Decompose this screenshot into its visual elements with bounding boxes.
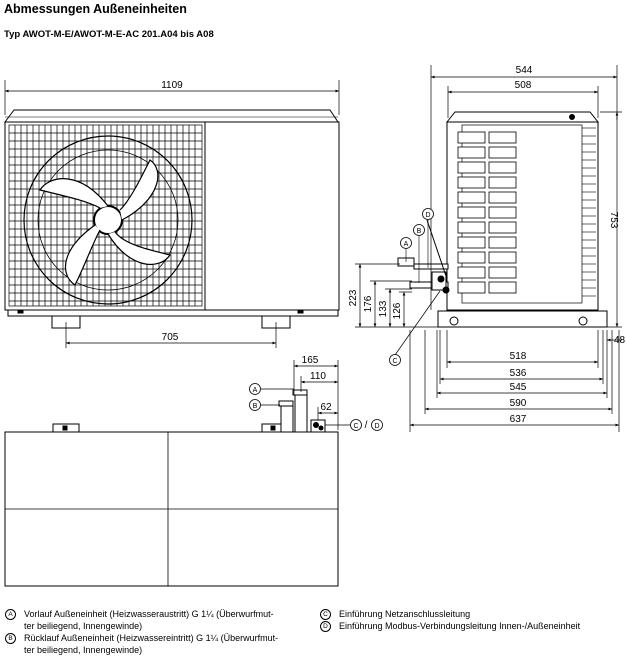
side-dimension-lines bbox=[355, 65, 622, 432]
dim-side-top-inner: 508 bbox=[515, 80, 532, 91]
legend-a-line2: ter beiliegend, Innengewinde) bbox=[24, 621, 143, 631]
dim-top-110: 110 bbox=[310, 371, 326, 382]
page-subtitle: Typ AWOT-M-E/AWOT-M-E-AC 201.A04 bis A08 bbox=[4, 29, 214, 40]
top-dimension-lines bbox=[261, 360, 350, 430]
side-marker-b: B bbox=[413, 224, 425, 236]
legend-a-line1: Vorlauf Außeneinheit (Heizwasseraustritt… bbox=[24, 609, 274, 619]
legend-right: C Einführung Netzanschlussleitung D Einf… bbox=[320, 608, 620, 632]
svg-text:A: A bbox=[253, 387, 258, 394]
legend-d-text: Einführung Modbus-Verbindungsleitung Inn… bbox=[339, 621, 581, 631]
side-view bbox=[397, 111, 608, 328]
svg-text:D: D bbox=[374, 423, 379, 430]
dim-front-feet: 705 bbox=[162, 332, 179, 343]
top-marker-b: B bbox=[249, 399, 261, 411]
svg-text:C: C bbox=[353, 423, 358, 430]
dim-top-165: 165 bbox=[302, 355, 319, 366]
svg-text:B: B bbox=[253, 403, 258, 410]
side-marker-c: C bbox=[389, 354, 401, 366]
marker-d-icon: D bbox=[320, 621, 331, 632]
svg-text:C: C bbox=[392, 358, 397, 365]
legend-item-c: C Einführung Netzanschlussleitung bbox=[320, 608, 620, 620]
side-marker-a: A bbox=[400, 237, 412, 249]
dim-side-foot-right: 48 bbox=[614, 335, 626, 346]
legend-b-line2: ter beiliegend, Innengewinde) bbox=[24, 645, 143, 655]
legend-item-d: D Einführung Modbus-Verbindungsleitung I… bbox=[320, 620, 620, 632]
side-marker-d: D bbox=[422, 208, 434, 220]
top-marker-d: D bbox=[371, 419, 383, 431]
dim-top-62: 62 bbox=[320, 402, 332, 413]
marker-a-icon: A bbox=[5, 609, 16, 620]
svg-text:A: A bbox=[404, 241, 409, 248]
front-view bbox=[4, 109, 340, 329]
marker-b-icon: B bbox=[5, 633, 16, 644]
dim-front-width: 1109 bbox=[161, 80, 183, 91]
dim-side-223: 223 bbox=[348, 289, 359, 306]
top-view bbox=[4, 389, 339, 587]
dim-side-637: 637 bbox=[510, 414, 527, 425]
top-marker-separator: / bbox=[365, 420, 368, 431]
legend-item-b: B Rücklauf Außeneinheit (Heizwassereintr… bbox=[5, 632, 305, 656]
dim-side-590: 590 bbox=[510, 398, 527, 409]
marker-c-icon: C bbox=[320, 609, 331, 620]
dim-side-133: 133 bbox=[378, 300, 389, 317]
legend-item-a: A Vorlauf Außeneinheit (Heizwasseraustri… bbox=[5, 608, 305, 632]
legend-left: A Vorlauf Außeneinheit (Heizwasseraustri… bbox=[5, 608, 305, 656]
front-dimension-lines bbox=[4, 80, 340, 348]
dim-side-518: 518 bbox=[510, 351, 527, 362]
side-louvers bbox=[457, 131, 517, 294]
dim-side-536: 536 bbox=[510, 368, 527, 379]
dim-side-176: 176 bbox=[363, 295, 374, 312]
dim-side-top-outer: 544 bbox=[516, 65, 533, 76]
legend-c-text: Einführung Netzanschlussleitung bbox=[339, 609, 471, 619]
page-title: Abmessungen Außeneinheiten bbox=[4, 2, 187, 16]
dim-side-545: 545 bbox=[510, 382, 527, 393]
legend-b-line1: Rücklauf Außeneinheit (Heizwassereintrit… bbox=[24, 633, 279, 643]
top-marker-a: A bbox=[249, 383, 261, 395]
svg-text:B: B bbox=[417, 228, 422, 235]
top-marker-c: C bbox=[350, 419, 362, 431]
dim-side-height: 753 bbox=[608, 212, 619, 229]
fan-icon bbox=[23, 135, 193, 305]
dim-side-126: 126 bbox=[392, 302, 403, 319]
svg-text:D: D bbox=[425, 212, 430, 219]
